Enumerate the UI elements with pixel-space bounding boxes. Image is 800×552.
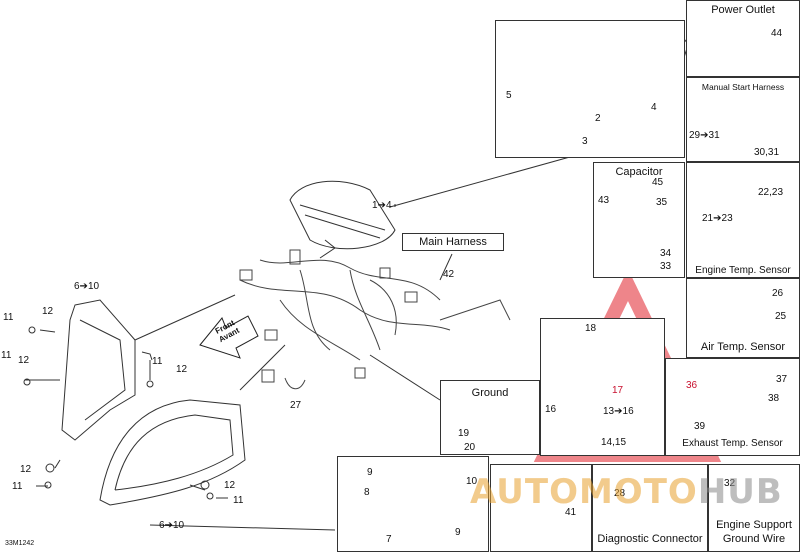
label-28: 28 — [614, 488, 626, 499]
label-4: 4 — [651, 102, 657, 113]
label-11-d: 11 — [12, 481, 23, 492]
bulb-box — [337, 456, 489, 552]
label-37: 37 — [776, 374, 788, 385]
label-43: 43 — [598, 195, 610, 206]
label-17: 17 — [612, 385, 624, 396]
label-8: 8 — [364, 487, 370, 498]
label-27: 27 — [290, 400, 302, 411]
label-42: 42 — [443, 269, 455, 280]
label-26: 26 — [772, 288, 784, 299]
watermark-part1: AUTOMOTO — [470, 472, 698, 512]
label-6-10-bottom: 6➔10 — [159, 520, 185, 531]
label-12-e: 12 — [224, 480, 236, 491]
label-16: 16 — [545, 404, 557, 415]
main-harness-drawing — [239, 249, 511, 390]
label-22-23: 22,23 — [758, 187, 784, 198]
label-30-31: 30,31 — [754, 147, 780, 158]
label-12-c: 12 — [176, 364, 188, 375]
label-45: 45 — [652, 177, 664, 188]
power-outlet-title: Power Outlet — [711, 4, 775, 16]
capacitor-box: Capacitor — [593, 162, 685, 278]
air-temp-sensor-title: Air Temp. Sensor — [700, 341, 786, 353]
diagnostic-connector-box: Diagnostic Connector — [592, 464, 708, 552]
label-18: 18 — [585, 323, 597, 334]
engine-temp-sensor-title: Engine Temp. Sensor — [695, 265, 791, 276]
label-7: 7 — [386, 534, 392, 545]
label-12-b: 12 — [18, 355, 30, 366]
label-6-10-top: 6➔10 — [74, 281, 100, 292]
label-10: 10 — [466, 476, 478, 487]
label-41: 41 — [565, 507, 577, 518]
label-9-bottom: 9 — [455, 527, 461, 538]
label-29-31: 29➔31 — [689, 130, 720, 141]
label-21-23: 21➔23 — [702, 213, 733, 224]
label-39: 39 — [694, 421, 706, 432]
label-38: 38 — [768, 393, 780, 404]
watermark-text: AUTOMOTOHUB — [470, 472, 783, 512]
label-3: 3 — [582, 136, 588, 147]
label-14-15: 14,15 — [601, 437, 627, 448]
left-headlight-drawing — [23, 299, 136, 489]
ground-title: Ground — [471, 387, 509, 399]
label-32: 32 — [724, 478, 736, 489]
label-11-e: 11 — [233, 495, 244, 506]
engine-support-title-line2: Ground Wire — [722, 533, 786, 545]
label-33: 33 — [660, 261, 672, 272]
label-1-4: 1➔4 — [372, 200, 392, 211]
label-13-16: 13➔16 — [603, 406, 634, 417]
gauge-box — [495, 20, 685, 158]
diagnostic-connector-title: Diagnostic Connector — [597, 533, 703, 545]
label-12-d: 12 — [20, 464, 32, 475]
label-35: 35 — [656, 197, 668, 208]
engine-temp-sensor-box: Engine Temp. Sensor — [686, 162, 800, 278]
power-outlet-box: Power Outlet — [686, 0, 800, 77]
diagram-code: 33M1242 — [5, 540, 35, 547]
label-25: 25 — [775, 311, 787, 322]
exhaust-temp-sensor-title: Exhaust Temp. Sensor — [682, 438, 783, 449]
label-12-a: 12 — [42, 306, 54, 317]
main-harness-title: Main Harness — [419, 236, 487, 248]
manual-start-harness-title: Manual Start Harness — [701, 82, 785, 92]
manual-start-harness-box: Manual Start Harness — [686, 77, 800, 162]
instrument-cluster-drawing — [289, 180, 396, 259]
ground-box: Ground — [440, 380, 540, 455]
engine-support-title-line1: Engine Support — [716, 519, 792, 531]
label-11-b: 11 — [1, 350, 12, 361]
label-11-c: 11 — [152, 356, 163, 367]
main-harness-box: Main Harness — [402, 233, 504, 251]
front-arrow — [199, 315, 259, 359]
label-2: 2 — [595, 113, 601, 124]
label-20: 20 — [464, 442, 476, 453]
air-temp-sensor-box: Air Temp. Sensor — [686, 278, 800, 358]
label-44: 44 — [771, 28, 783, 39]
label-9-top: 9 — [367, 467, 373, 478]
label-11-a: 11 — [3, 312, 14, 323]
label-34: 34 — [660, 248, 672, 259]
label-5: 5 — [506, 90, 512, 101]
capacitor-title: Capacitor — [615, 166, 663, 178]
exhaust-temp-sensor-box: Exhaust Temp. Sensor — [665, 358, 800, 456]
connector-box — [540, 318, 665, 456]
label-36: 36 — [686, 380, 698, 391]
label-19: 19 — [458, 428, 470, 439]
watermark-part2: HUB — [697, 472, 783, 512]
right-headlight-drawing — [99, 351, 246, 506]
